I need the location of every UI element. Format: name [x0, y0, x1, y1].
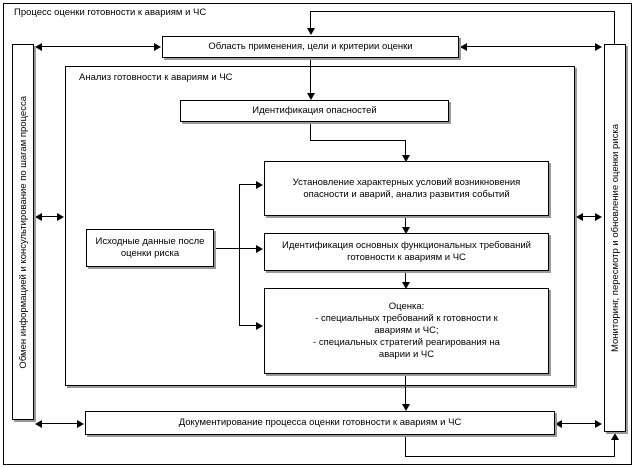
left-panel-label: Обмен информацией и консультирование по … — [17, 95, 29, 369]
arrow-scope-right-head-right — [595, 43, 602, 51]
arrow-left-doc-head-left — [35, 420, 42, 428]
node-hazard-identification-label: Идентификация опасностей — [252, 105, 377, 116]
node-functional-requirements[interactable]: Идентификация основных функциональных тр… — [264, 233, 549, 271]
edge-hazard-down2 — [405, 140, 406, 158]
bus-branch-conditions-line — [239, 184, 258, 185]
bus-branch-assessment-line — [239, 325, 258, 326]
node-conditions-analysis-label: Установление характерных условий возникн… — [292, 176, 521, 200]
node-documentation-label: Документирование процесса оценки готовно… — [178, 417, 462, 428]
node-input-data-label: Исходные данные после оценки риска — [95, 236, 205, 259]
node-scope-objectives-criteria[interactable]: Область применения, цели и критерии оцен… — [162, 36, 459, 58]
feedback-top-right-vertical — [614, 11, 615, 45]
arrow-doc-right-head-left — [555, 420, 562, 428]
feedback-bottom-left-vertical — [405, 435, 406, 457]
left-panel-information-exchange: Обмен информацией и консультирование по … — [12, 44, 34, 420]
arrow-left-scope-head-right — [154, 43, 161, 51]
edge-scope-to-hazard-arrow — [307, 93, 315, 100]
edge-hazard-down1 — [310, 122, 311, 140]
feedback-bottom-arrowhead — [611, 433, 619, 440]
node-assessment-line1: - специальных требований к готовности к — [315, 313, 498, 324]
arrow-left-scope-line — [42, 46, 154, 47]
bus-branch-assessment-arrow — [256, 322, 263, 330]
arrow-doc-right-line — [562, 423, 596, 424]
arrow-scope-right-line — [467, 46, 595, 47]
arrow-analysis-right-head-right — [595, 213, 602, 221]
node-assessment-line2: авариям и ЧС; — [374, 325, 439, 336]
right-panel-monitoring-review: Мониторинг, пересмотр и обновление оценк… — [604, 44, 626, 432]
analysis-frame-title: Анализ готовности к авариям и ЧС — [79, 72, 233, 83]
arrow-left-doc-line — [42, 423, 78, 424]
edge-hazard-to-conditions-arrow — [402, 155, 410, 162]
feedback-bottom-horizontal — [405, 456, 615, 457]
right-panel-label: Мониторинг, пересмотр и обновление оценк… — [609, 124, 621, 352]
edge-hazard-across — [310, 140, 406, 141]
node-assessment-line3: - специальных стратегий реагирования на — [313, 337, 500, 348]
bus-branch-conditions-arrow — [256, 181, 263, 189]
node-conditions-analysis[interactable]: Установление характерных условий возникн… — [264, 161, 549, 216]
node-input-data-after-risk-assessment[interactable]: Исходные данные после оценки риска — [86, 229, 214, 267]
diagram-title: Процесс оценки готовности к авариям и ЧС — [14, 7, 207, 18]
arrow-analysis-right-head-left — [576, 213, 583, 221]
edge-scope-to-hazard-line — [310, 58, 311, 95]
edge-assessment-to-doc-line — [405, 374, 406, 407]
bus-branch-requirements-line — [239, 248, 258, 249]
edge-assessment-to-doc-arrow — [402, 404, 410, 411]
node-documentation[interactable]: Документирование процесса оценки готовно… — [85, 411, 555, 435]
node-assessment[interactable]: Оценка: - специальных требований к готов… — [264, 288, 549, 374]
feedback-top-left-vertical — [310, 11, 311, 30]
arrow-left-scope-head-left — [35, 43, 42, 51]
arrow-left-analysis-head-right — [57, 213, 64, 221]
edge-req-to-assessment-line — [405, 271, 406, 285]
arrow-left-analysis-line — [42, 216, 58, 217]
node-assessment-heading: Оценка: — [388, 301, 425, 312]
bus-vertical-distribution — [239, 184, 240, 325]
arrow-analysis-right-line — [583, 216, 596, 217]
arrow-left-analysis-head-left — [35, 213, 42, 221]
arrow-doc-right-head-right — [595, 420, 602, 428]
node-assessment-line4: аварии и ЧС — [378, 349, 435, 360]
node-scope-label: Область применения, цели и критерии оцен… — [208, 41, 413, 52]
arrow-left-doc-head-right — [77, 420, 84, 428]
feedback-bottom-right-vertical — [614, 438, 615, 457]
feedback-top-horizontal — [310, 11, 615, 12]
edge-conditions-to-req-arrow — [402, 227, 410, 234]
node-functional-requirements-label: Идентификация основных функциональных тр… — [282, 240, 531, 263]
node-hazard-identification[interactable]: Идентификация опасностей — [180, 100, 449, 122]
feedback-top-arrowhead — [307, 28, 315, 35]
edge-req-to-assessment-arrow — [402, 282, 410, 289]
bus-branch-requirements-arrow — [256, 245, 263, 253]
edge-conditions-to-req-line — [405, 216, 406, 230]
arrow-scope-right-head-left — [460, 43, 467, 51]
bus-input-stub — [214, 248, 256, 249]
